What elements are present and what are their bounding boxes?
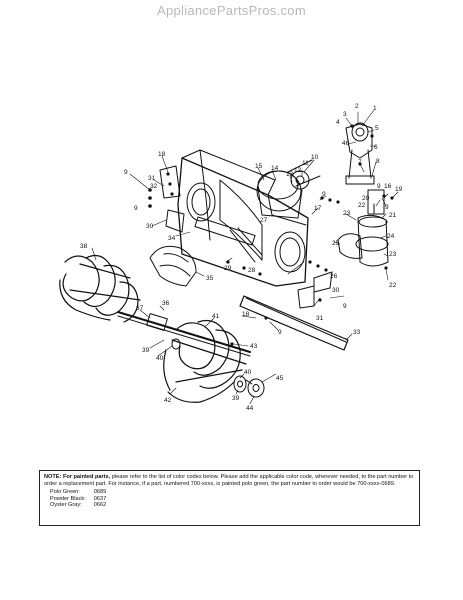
note-text: NOTE: For painted parts, please refer to… xyxy=(44,474,415,488)
callout-30: 30 xyxy=(146,223,154,230)
callout-1: 1 xyxy=(373,105,377,112)
callout-8: 8 xyxy=(376,158,380,165)
callout-41: 41 xyxy=(212,313,220,320)
callout-21: 21 xyxy=(389,212,397,219)
impeller-housing xyxy=(256,159,321,219)
note-label: NOTE: For painted parts, xyxy=(44,474,111,480)
gear-case xyxy=(345,122,375,185)
callout-14: 14 xyxy=(271,165,279,172)
callout-6: 6 xyxy=(374,144,378,151)
callout-33: 33 xyxy=(353,329,361,336)
callout-23: 23 xyxy=(343,210,351,217)
callout-37: 37 xyxy=(136,305,144,312)
callout-10: 10 xyxy=(311,154,319,161)
callout-30b: 30 xyxy=(332,287,340,294)
shaft-hardware xyxy=(233,375,265,398)
callout-45: 45 xyxy=(276,375,284,382)
callout-36: 36 xyxy=(162,300,170,307)
callout-39b: 39 xyxy=(232,395,240,402)
color-row: Oyster Gray: 0662 xyxy=(50,502,114,509)
color-row: Powder Black: 0637 xyxy=(50,496,114,503)
callout-31b: 31 xyxy=(316,315,324,322)
callout-11: 11 xyxy=(302,160,309,167)
callout-22: 22 xyxy=(358,202,366,209)
callout-18b: 18 xyxy=(242,311,250,318)
callout-15: 15 xyxy=(255,163,263,170)
callout-25: 25 xyxy=(332,240,340,247)
callout-17: 17 xyxy=(314,205,322,212)
left-slinger xyxy=(149,245,197,287)
right-auger xyxy=(163,319,247,403)
callout-26: 26 xyxy=(330,273,338,280)
callout-39: 39 xyxy=(142,347,150,354)
callout-42: 42 xyxy=(164,397,172,404)
site-watermark: AppliancePartsPros.com xyxy=(157,3,306,18)
callout-40b: 40 xyxy=(244,369,252,376)
callout-23b: 23 xyxy=(389,251,397,258)
callout-19: 19 xyxy=(395,186,403,193)
callout-29: 29 xyxy=(224,265,232,272)
callout-43: 43 xyxy=(250,343,258,350)
callout-2: 2 xyxy=(355,103,359,110)
scraper-bar xyxy=(239,295,349,351)
callout-5: 5 xyxy=(375,125,379,132)
color-name: Oyster Gray: xyxy=(50,502,82,509)
callout-9e: 9 xyxy=(134,205,138,212)
callout-9a: 9 xyxy=(377,183,381,190)
left-auger xyxy=(59,255,141,323)
auger-shaft xyxy=(117,311,251,357)
color-code: 0662 xyxy=(93,502,107,509)
callout-16: 16 xyxy=(384,183,392,190)
callout-27: 27 xyxy=(260,217,268,224)
callout-9f: 9 xyxy=(343,303,347,310)
leader-lines xyxy=(91,109,399,405)
callout-9b: 9 xyxy=(385,204,389,211)
callout-35: 35 xyxy=(206,275,214,282)
color-code: 0689 xyxy=(93,489,107,495)
callout-4: 4 xyxy=(336,119,340,126)
callout-18: 18 xyxy=(158,151,166,158)
callout-31: 31 xyxy=(148,175,156,182)
color-name: Powder Black: xyxy=(50,495,86,502)
fasteners xyxy=(148,124,394,346)
discharge-chute xyxy=(337,189,389,267)
color-row: Polo Green: 0689 xyxy=(50,489,114,496)
color-code-table: Polo Green: 0689 Powder Black: 0637 Oyst… xyxy=(50,489,114,509)
callout-32: 32 xyxy=(150,183,158,190)
color-code: 0637 xyxy=(93,495,107,502)
callout-28: 28 xyxy=(248,267,256,274)
callout-9g: 9 xyxy=(278,329,282,336)
note-body: please refer to the list of color codes … xyxy=(44,474,414,487)
callout-7: 7 xyxy=(358,159,362,166)
callout-24: 24 xyxy=(387,233,395,240)
callout-12: 12 xyxy=(294,167,302,174)
callout-44: 44 xyxy=(246,405,254,412)
callout-9d: 9 xyxy=(124,169,128,176)
painted-parts-note: NOTE: For painted parts, please refer to… xyxy=(39,470,420,526)
callout-34: 34 xyxy=(168,235,176,242)
callout-22b: 22 xyxy=(389,282,397,289)
callout-9c: 9 xyxy=(322,191,326,198)
callout-38: 38 xyxy=(80,243,88,250)
callout-40: 40 xyxy=(156,355,164,362)
callout-46: 46 xyxy=(342,140,350,147)
callout-13: 13 xyxy=(286,171,294,178)
callout-labels: 1 2 3 4 5 46 6 7 8 9 16 19 9 20 22 23 21… xyxy=(80,103,403,412)
callout-3: 3 xyxy=(343,111,347,118)
callout-20: 20 xyxy=(362,195,370,202)
color-name: Polo Green: xyxy=(50,489,80,495)
